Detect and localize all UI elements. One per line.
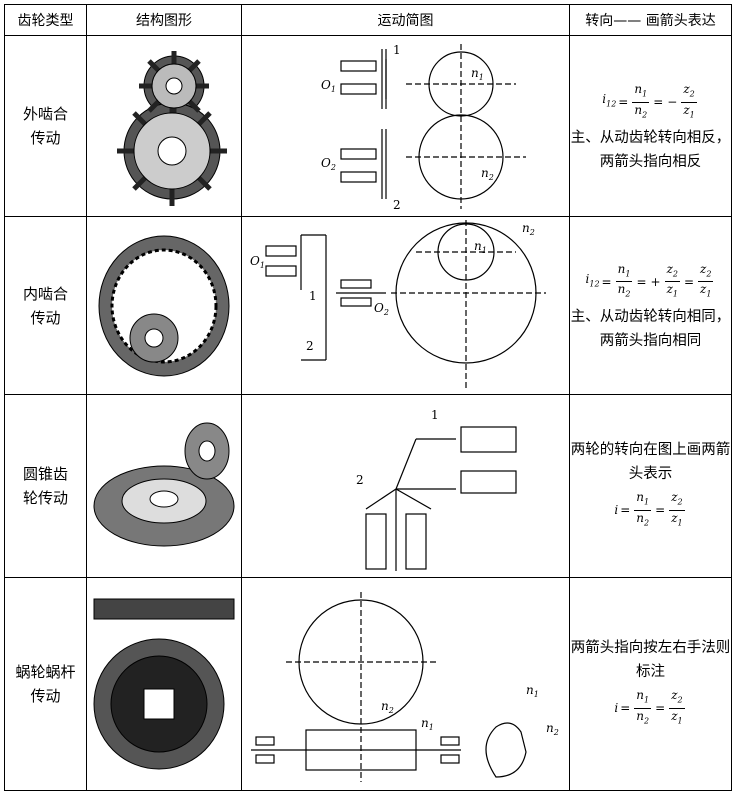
structure-image-cell (86, 577, 242, 791)
table-row: 圆锥齿 轮传动 (4, 394, 732, 578)
n2-label: n2 (381, 699, 394, 715)
header-image: 结构图形 (86, 4, 242, 36)
table-row: 内啮合 传动 (4, 216, 732, 395)
kinematic-diagram-cell: 1 2 O1 O2 n1 n2 (241, 35, 570, 217)
header-row: 齿轮类型 结构图形 运动简图 转向—— 画箭头表达 (4, 4, 732, 36)
structure-image-cell (86, 216, 242, 395)
direction-note: 主、从动齿轮转向相反，两箭头指向相反 (570, 129, 731, 170)
direction-note: 主、从动齿轮转向相同，两箭头指向相同 (570, 309, 731, 350)
n1-label: n1 (474, 239, 487, 255)
gear-table: 齿轮类型 结构图形 运动简图 转向—— 画箭头表达 外啮合 传动 (4, 4, 732, 791)
gear1-label: 1 (309, 289, 317, 303)
gear-type-cell: 内啮合 传动 (4, 216, 87, 395)
direction-note: 两轮的转向在图上画两箭头表示 (570, 442, 731, 483)
gear2-label: 2 (356, 473, 364, 487)
structure-image-cell (86, 394, 242, 578)
gear-type-cell: 圆锥齿 轮传动 (4, 394, 87, 578)
n2-label: n2 (481, 166, 494, 182)
internal-mesh-diagram: 1 2 O1 O2 n1 n2 (250, 219, 546, 390)
o1-label: O1 (321, 78, 336, 94)
kinematic-diagram-cell: 1 2 O1 O2 n1 n2 (241, 216, 570, 395)
o2-label: O2 (321, 156, 336, 172)
gear2-label: 2 (306, 339, 314, 353)
gear1-label: 1 (431, 408, 439, 422)
gear1-label: 1 (393, 43, 401, 57)
worm-diagram: n2 n1 n1 n2 (250, 591, 559, 782)
structure-image-cell (86, 35, 242, 217)
table-row: 蜗轮蜗杆 传动 (4, 577, 732, 791)
gear-type-cell: 蜗轮蜗杆 传动 (4, 577, 87, 791)
external-mesh-diagram: 1 2 O1 O2 n1 n2 (321, 43, 526, 212)
hand-n2-label: n2 (546, 721, 559, 737)
internal-gear-illustration (98, 235, 230, 376)
n1-label: n1 (421, 716, 434, 732)
gear-type-cell: 外啮合 传动 (4, 35, 87, 217)
kinematic-diagram-cell: n2 n1 n1 n2 (241, 577, 570, 791)
o2-label: O2 (374, 301, 389, 317)
n1-label: n1 (471, 66, 484, 82)
header-diagram: 运动简图 (241, 4, 570, 36)
kinematic-diagram-cell: 1 2 (241, 394, 570, 578)
header-type: 齿轮类型 (4, 4, 87, 36)
bevel-gear-illustration (93, 422, 235, 547)
hand-n1-label: n1 (526, 683, 539, 699)
bevel-diagram: 1 2 (356, 408, 517, 571)
n2-label: n2 (522, 221, 535, 237)
worm-gear-illustration (93, 598, 235, 770)
direction-note: 两箭头指向按左右手法则标注 (570, 640, 731, 681)
o1-label: O1 (250, 254, 265, 270)
header-direction: 转向—— 画箭头表达 (569, 4, 732, 36)
table-row: 外啮合 传动 (4, 35, 732, 217)
gear2-label: 2 (393, 198, 401, 212)
external-gear-illustration (117, 51, 227, 206)
